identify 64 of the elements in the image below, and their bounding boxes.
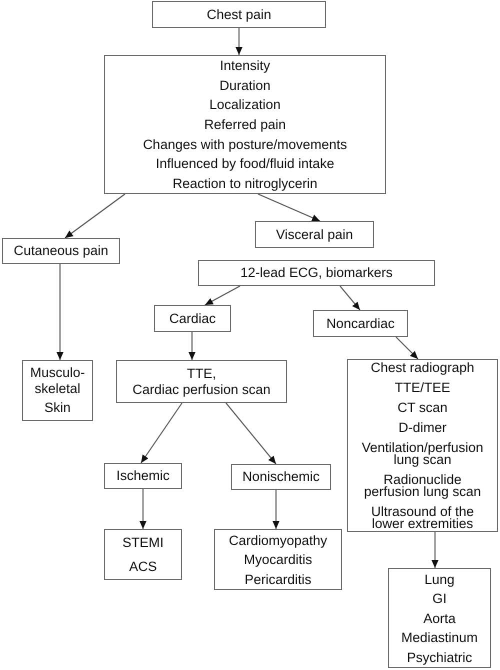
process-box [198,260,435,286]
arrow [204,286,240,306]
box-label: Pericarditis [244,572,312,586]
box-label: Reaction to nitroglycerin [172,176,318,190]
arrow [140,489,146,529]
box-label: Nonischemic [242,469,320,485]
process-box [214,529,342,590]
process-box [152,1,326,28]
box-label: Psychiatric [406,650,472,664]
box-label: Myocarditis [244,553,312,566]
box-label: CT scan [397,402,448,414]
box-label: Intensity [220,59,270,72]
process-box [313,310,408,337]
process-box [347,359,498,532]
box-label: 12-lead ECG, biomarkers [240,265,393,281]
arrow [64,194,126,238]
box-label: Localization [209,98,281,112]
process-box [2,238,120,264]
box-label: TTE/TEE [394,382,450,394]
process-box [116,360,287,403]
box-label: Referred pain [204,118,286,131]
box-label: Cardiac perfusion scan [132,382,271,397]
arrow [340,286,360,310]
box-label: Cardiomyopathy [228,534,328,546]
box-label: Chest radiograph [370,362,474,374]
process-box [388,568,491,668]
process-box [231,464,331,490]
box-label: Mediastinum [401,631,478,644]
box-label: ACS [129,558,157,574]
box-label: Ischemic [116,468,170,484]
arrow [272,490,280,529]
arrow [432,532,438,568]
box-label: Radionuclide perfusion lung scan [362,474,482,498]
arrow [226,402,276,464]
arrow [236,28,242,55]
box-label: Lung [424,572,455,586]
process-box [154,305,231,332]
arrow [140,402,182,464]
process-box [104,55,386,194]
box-label: Skin [44,400,71,416]
process-box [22,360,93,421]
box-label: D-dimer [398,422,446,434]
box-label: Cardiac [169,310,216,326]
box-label: STEMI [122,534,164,550]
arrow [188,332,196,360]
box-label: Aorta [423,612,456,624]
process-box [104,463,182,489]
box-label: Duration [219,78,271,92]
box-label: Ultrasound of the lower extremities [370,506,475,530]
box-label: Changes with posture/movements [142,138,348,151]
box-label: Ventilation/perfusion lung scan [360,442,484,466]
box-label: Chest pain [206,6,272,22]
process-box [255,221,374,248]
box-label: Influenced by food/fluid intake [156,157,334,170]
box-label: Noncardiac [326,316,395,332]
box-label: TTE, [186,366,216,381]
box-label: GI [432,592,447,605]
arrow [396,336,418,360]
box-label: Cutaneous pain [14,243,108,259]
box-label: Visceral pain [276,226,354,242]
arrow [56,264,64,360]
arrow [258,194,320,222]
box-label: Musculo-skeletal [29,365,86,397]
process-box [104,529,182,580]
